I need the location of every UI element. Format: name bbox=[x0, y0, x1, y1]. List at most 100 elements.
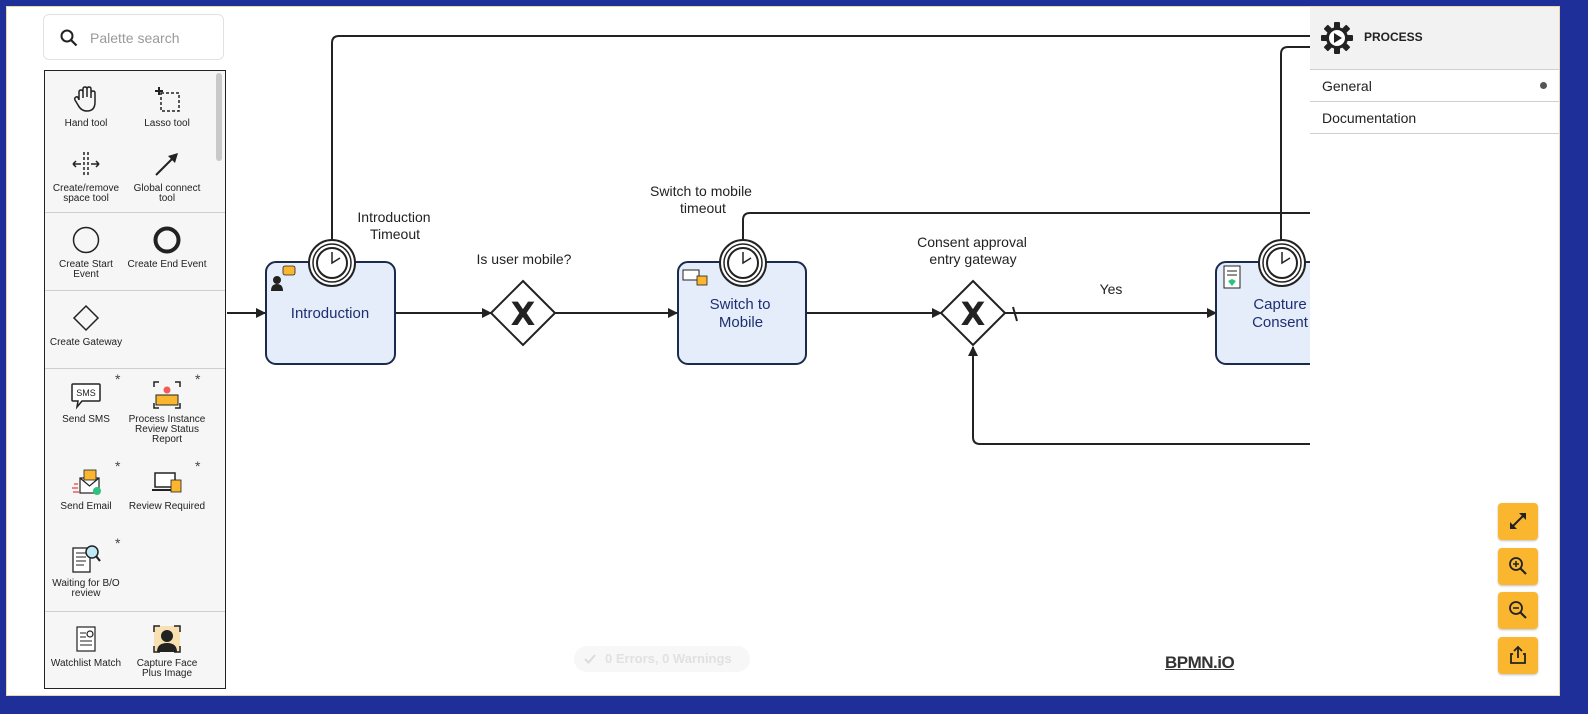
process-review-tool[interactable]: Process Instance Review Status Report bbox=[126, 379, 208, 445]
laptop-review-icon bbox=[152, 472, 182, 493]
search-icon bbox=[60, 29, 78, 47]
tab-documentation[interactable]: Documentation bbox=[1310, 102, 1559, 134]
end-event-icon bbox=[153, 226, 181, 254]
diagram-canvas[interactable]: Introduction Switch to Mobile Capture Co… bbox=[7, 7, 1559, 695]
check-icon bbox=[584, 654, 596, 664]
lasso-tool[interactable]: Lasso tool bbox=[126, 83, 208, 129]
palette-scrollbar[interactable] bbox=[216, 73, 222, 161]
zoom-out-icon bbox=[1509, 601, 1527, 619]
send-email-label: Send Email bbox=[60, 501, 112, 512]
label-is-user-mobile: Is user mobile? bbox=[477, 251, 572, 267]
create-gateway-label: Create Gateway bbox=[49, 337, 123, 348]
task-switch-label-2: Mobile bbox=[719, 314, 763, 331]
lint-status-badge[interactable]: 0 Errors, 0 Warnings bbox=[574, 646, 750, 672]
waiting-bo-review-label: Waiting for B/O review bbox=[52, 578, 120, 599]
palette-group-custom: SMS Send SMS * Process Instance Review S… bbox=[45, 369, 225, 612]
gateway-is-user-mobile[interactable]: X bbox=[489, 279, 557, 347]
process-review-label: Process Instance Review Status Report bbox=[128, 414, 206, 445]
create-gateway[interactable]: Create Gateway bbox=[45, 302, 127, 348]
custom-marker: * bbox=[195, 458, 201, 474]
bpmn-modeler: Introduction Switch to Mobile Capture Co… bbox=[6, 6, 1560, 696]
palette-search-placeholder: Palette search bbox=[90, 30, 180, 46]
face-capture-icon bbox=[153, 625, 181, 653]
email-icon bbox=[72, 469, 101, 495]
zoom-out-button[interactable] bbox=[1498, 592, 1538, 629]
space-tool-label: Create/remove space tool bbox=[52, 183, 120, 204]
zoom-in-button[interactable] bbox=[1498, 548, 1538, 585]
connect-arrow-icon bbox=[155, 153, 178, 176]
palette-group-tools: Hand tool Lasso tool Create/remove space… bbox=[45, 71, 225, 213]
create-end-event-label: Create End Event bbox=[127, 259, 207, 270]
label-yes: Yes bbox=[1100, 281, 1123, 297]
watchlist-icon bbox=[76, 626, 96, 652]
global-connect-tool-label: Global connect tool bbox=[133, 183, 201, 204]
lasso-icon bbox=[155, 87, 180, 112]
space-tool-icon bbox=[72, 152, 100, 176]
gateway-consent-approval[interactable]: X bbox=[939, 279, 1007, 347]
custom-marker: * bbox=[115, 371, 121, 387]
review-required-tool[interactable]: Review Required bbox=[126, 466, 208, 512]
palette: Hand tool Lasso tool Create/remove space… bbox=[44, 70, 226, 689]
send-email-tool[interactable]: Send Email bbox=[45, 466, 127, 512]
custom-marker: * bbox=[195, 371, 201, 387]
label-consent-gateway-2: entry gateway bbox=[929, 251, 1016, 267]
send-sms-label: Send SMS bbox=[62, 414, 110, 425]
fit-viewport-button[interactable] bbox=[1498, 503, 1538, 540]
task-switch-to-mobile[interactable]: Switch to Mobile bbox=[677, 261, 807, 365]
palette-group-events: Create Start Event Create End Event bbox=[45, 213, 225, 291]
palette-search-input[interactable]: Palette search bbox=[43, 14, 224, 60]
label-switch-timeout-2: timeout bbox=[680, 200, 726, 216]
label-switch-timeout-1: Switch to mobile bbox=[650, 183, 752, 199]
palette-group-custom-2: Watchlist Match Capture Face Plus Image bbox=[45, 612, 225, 688]
flow-switch-timeout[interactable] bbox=[742, 212, 1310, 240]
send-sms-tool[interactable]: SMS Send SMS bbox=[45, 379, 127, 425]
label-consent-gateway-1: Consent approval bbox=[917, 234, 1027, 250]
start-event-icon bbox=[72, 226, 100, 254]
user-task-icon bbox=[271, 265, 296, 291]
export-button[interactable] bbox=[1498, 637, 1538, 674]
create-start-event-label: Create Start Event bbox=[59, 259, 113, 280]
task-introduction-label: Introduction bbox=[291, 305, 369, 322]
changed-indicator bbox=[1540, 82, 1547, 89]
hand-tool-label: Hand tool bbox=[64, 118, 108, 129]
timer-boundary-switch[interactable] bbox=[719, 239, 767, 287]
timer-boundary-introduction[interactable] bbox=[308, 239, 356, 287]
document-search-icon bbox=[72, 545, 101, 573]
tab-general-label: General bbox=[1322, 78, 1372, 94]
process-gear-icon bbox=[1321, 22, 1353, 54]
tab-general[interactable]: General bbox=[1310, 70, 1559, 102]
flow-intro-timeout[interactable] bbox=[331, 35, 1310, 240]
custom-marker: * bbox=[115, 458, 121, 474]
capture-face-label: Capture Face Plus Image bbox=[136, 658, 198, 679]
task-switch-label-1: Switch to bbox=[710, 296, 771, 313]
timer-boundary-capture[interactable] bbox=[1258, 239, 1306, 287]
task-capture-label-2: Consent bbox=[1252, 314, 1309, 331]
space-tool[interactable]: Create/remove space tool bbox=[45, 148, 127, 204]
hand-tool[interactable]: Hand tool bbox=[45, 83, 127, 129]
gateway-mark: X bbox=[511, 295, 536, 333]
create-start-event[interactable]: Create Start Event bbox=[45, 224, 127, 280]
global-connect-tool[interactable]: Global connect tool bbox=[126, 148, 208, 204]
device-task-icon bbox=[682, 269, 708, 286]
gateway-icon bbox=[72, 304, 100, 332]
create-end-event[interactable]: Create End Event bbox=[126, 224, 208, 270]
lasso-tool-label: Lasso tool bbox=[144, 118, 190, 129]
sms-bubble-icon: SMS bbox=[71, 383, 101, 410]
gateway-mark: X bbox=[961, 295, 986, 333]
capture-face-tool[interactable]: Capture Face Plus Image bbox=[126, 623, 208, 679]
watchlist-match-tool[interactable]: Watchlist Match bbox=[45, 623, 127, 669]
custom-marker: * bbox=[115, 535, 121, 551]
lint-status-text: 0 Errors, 0 Warnings bbox=[605, 651, 732, 666]
bpmn-io-logo[interactable]: BPMN.iO bbox=[1165, 653, 1235, 672]
watchlist-match-label: Watchlist Match bbox=[50, 658, 122, 669]
zoom-in-icon bbox=[1509, 557, 1527, 575]
waiting-bo-review-tool[interactable]: Waiting for B/O review bbox=[45, 543, 127, 599]
task-capture-label-1: Capture bbox=[1253, 296, 1306, 313]
default-flow-marker bbox=[1012, 306, 1018, 322]
flow-capture-timeout[interactable] bbox=[1280, 46, 1310, 240]
palette-group-gateways: Create Gateway bbox=[45, 291, 225, 369]
review-required-label: Review Required bbox=[128, 501, 206, 512]
flow-loop-back[interactable] bbox=[968, 346, 1310, 445]
camera-scan-icon bbox=[153, 381, 181, 409]
properties-header: PROCESS bbox=[1310, 7, 1559, 70]
